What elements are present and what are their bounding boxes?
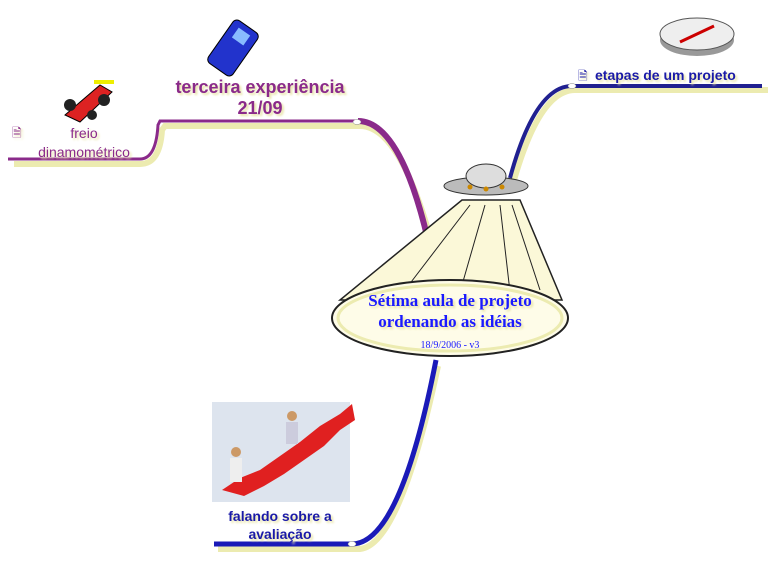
note-document-icon[interactable]: 🗎	[12, 126, 22, 140]
branch-line-freio[interactable]	[8, 119, 358, 161]
topic-label: terceira experiência	[175, 77, 345, 97]
central-topic-date: 18/9/2006 - v3	[420, 340, 480, 351]
topic-falando-sobre-avaliacao[interactable]: falando sobre a avaliação	[210, 507, 350, 543]
race-car-icon	[64, 80, 114, 123]
mobile-phone-icon	[207, 19, 259, 77]
topic-etapas-de-um-projeto[interactable]: etapas de um projeto	[595, 67, 736, 83]
topic-label: dinamométrico	[38, 144, 130, 160]
compass-icon	[659, 17, 735, 56]
topic-label: 21/09	[237, 98, 283, 118]
ufo-icon	[443, 163, 529, 196]
topic-label: freio	[70, 125, 98, 141]
topic-freio-dinamometrico[interactable]: freio dinamométrico	[24, 124, 144, 162]
branch-line-terceira[interactable]	[357, 118, 431, 241]
central-topic-title[interactable]: Sétima aula de projeto ordenando as idéi…	[340, 290, 560, 332]
central-title-line1: Sétima aula de projeto	[368, 291, 532, 310]
topic-label: avaliação	[248, 526, 312, 542]
central-node[interactable]	[331, 279, 569, 357]
branch-line-avaliacao[interactable]	[214, 359, 439, 547]
stairs-climb-icon	[212, 402, 355, 502]
central-title-line2: ordenando as idéias	[378, 312, 522, 331]
branch-line-etapas[interactable]	[508, 84, 762, 179]
ufo-beam	[337, 199, 564, 301]
note-document-icon[interactable]: 🗎	[578, 69, 588, 83]
topic-label: falando sobre a	[228, 508, 332, 524]
topic-terceira-experiencia[interactable]: terceira experiência 21/09	[160, 77, 360, 119]
